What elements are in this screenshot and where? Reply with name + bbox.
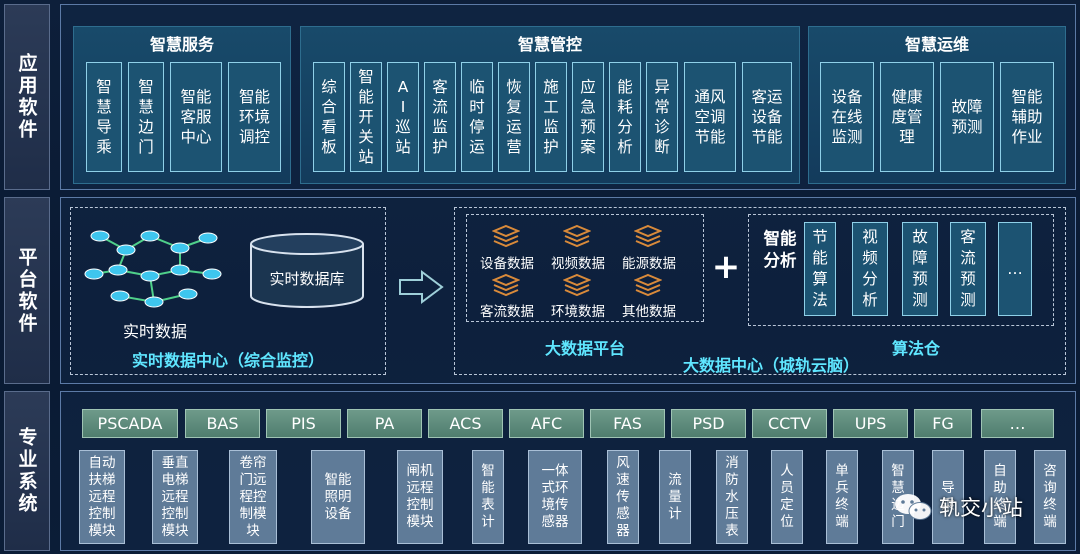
system-more[interactable]: … [981, 409, 1054, 438]
app-card-online-monitoring[interactable]: 设备 在线 监测 [820, 62, 874, 172]
app-card-anomaly-diagnosis[interactable]: 异 常 诊 断 [646, 62, 678, 172]
watermark-text: 轨交小站 [939, 496, 1023, 520]
device-inquiry-terminal[interactable]: 咨 询 终 端 [1034, 450, 1066, 544]
device-env-sensor[interactable]: 一体 式环 境传 感器 [528, 450, 582, 544]
environment-data-label: 环境数据 [551, 304, 605, 320]
app-card-smart-guidance[interactable]: 智 慧 导 乘 [86, 62, 122, 172]
bigdata-center-title: 大数据中心（城轨云脑） [682, 356, 859, 375]
video-data-label: 视频数据 [551, 256, 605, 272]
device-elevator-control[interactable]: 垂直 电梯 远程 控制 模块 [152, 450, 198, 544]
system-afc[interactable]: AFC [509, 409, 584, 438]
device-guidance[interactable]: 导 乘 [932, 450, 964, 544]
side-label-application: 应用软件 [4, 4, 50, 190]
app-card-temp-stop[interactable]: 临 时 停 运 [461, 62, 493, 172]
app-card-ai-patrol[interactable]: A I 巡 站 [387, 62, 419, 172]
database-icon [250, 233, 364, 308]
app-card-energy-analysis[interactable]: 能 耗 分 析 [609, 62, 641, 172]
app-card-construction-monitor[interactable]: 施 工 监 护 [535, 62, 567, 172]
arrow-right-icon [399, 270, 444, 304]
device-escalator-control[interactable]: 自动 扶梯 远程 控制 模块 [79, 450, 125, 544]
group-title-smart-control: 智慧管控 [517, 35, 582, 54]
system-pscada[interactable]: PSCADA [82, 409, 178, 438]
passenger-data-icon [492, 273, 520, 297]
algo-card-video[interactable]: 视 频 分 析 [852, 222, 888, 316]
app-card-passenger-flow[interactable]: 客 流 监 护 [424, 62, 456, 172]
group-title-smart-maintenance: 智慧运维 [904, 35, 969, 54]
device-self-service-terminal[interactable]: 自 助 终 端 [984, 450, 1016, 544]
device-fire-pressure[interactable]: 消 防 水 压 表 [716, 450, 748, 544]
bigdata-center-box [454, 207, 1066, 375]
device-smart-side-gate[interactable]: 智 慧 边 门 [882, 450, 914, 544]
passenger-data-label: 客流数据 [480, 304, 534, 320]
device-smart-meter[interactable]: 智 能 表 计 [472, 450, 504, 544]
realtime-data-label: 实时数据 [122, 322, 187, 341]
realtime-network-icon [84, 230, 222, 308]
group-title-smart-service: 智慧服务 [149, 35, 214, 54]
device-wind-sensor[interactable]: 风 速 传 感 器 [607, 450, 639, 544]
device-smart-lighting[interactable]: 智能 照明 设备 [311, 450, 365, 544]
plus-sign: + [711, 247, 741, 287]
algo-card-energy[interactable]: 节 能 算 法 [804, 222, 836, 316]
system-fg[interactable]: FG [914, 409, 972, 438]
app-card-station-open-close[interactable]: 智 能 开 关 站 [350, 62, 382, 172]
algorithm-box [748, 214, 1054, 326]
app-card-dashboard[interactable]: 综 合 看 板 [313, 62, 345, 172]
system-pa[interactable]: PA [347, 409, 422, 438]
device-data-label: 设备数据 [480, 256, 534, 272]
device-flow-meter[interactable]: 流 量 计 [659, 450, 691, 544]
app-card-smart-customer-service[interactable]: 智能 客服 中心 [170, 62, 222, 172]
app-card-health-management[interactable]: 健康 度管 理 [880, 62, 934, 172]
side-label-professional: 专业系统 [4, 391, 50, 551]
system-pis[interactable]: PIS [266, 409, 341, 438]
algo-card-fault[interactable]: 故 障 预 测 [902, 222, 938, 316]
energy-data-label: 能源数据 [622, 256, 676, 272]
device-personnel-location[interactable]: 人 员 定 位 [771, 450, 803, 544]
app-card-hvac-saving[interactable]: 通风 空调 节能 [684, 62, 736, 172]
other-data-icon [634, 273, 662, 297]
algorithm-title: 算法仓 [891, 339, 940, 358]
side-label-platform: 平台软件 [4, 197, 50, 384]
video-data-icon [563, 224, 591, 248]
app-card-emergency-plan[interactable]: 应 急 预 案 [572, 62, 604, 172]
device-individual-terminal[interactable]: 单 兵 终 端 [826, 450, 858, 544]
system-ups[interactable]: UPS [833, 409, 908, 438]
realtime-center-box [70, 207, 386, 375]
watermark: 轨交小站 [893, 486, 1053, 528]
system-fas[interactable]: FAS [590, 409, 665, 438]
app-card-resume-operation[interactable]: 恢 复 运 营 [498, 62, 530, 172]
bigdata-platform-box [466, 214, 704, 322]
system-bas[interactable]: BAS [185, 409, 260, 438]
smart-analysis-label: 智能 分析 [763, 229, 797, 270]
algo-card-more[interactable]: … [998, 222, 1032, 316]
system-acs[interactable]: ACS [428, 409, 503, 438]
device-gate-control[interactable]: 闸机 远程 控制 模块 [397, 450, 443, 544]
wechat-icon [895, 494, 932, 520]
device-shutter-control[interactable]: 卷帘 门远 程控 制模 块 [229, 450, 277, 544]
device-data-icon [492, 224, 520, 248]
system-psd[interactable]: PSD [671, 409, 746, 438]
app-card-assist-operation[interactable]: 智能 辅助 作业 [1000, 62, 1054, 172]
database-label: 实时数据库 [269, 270, 345, 288]
bigdata-platform-title: 大数据平台 [544, 339, 625, 358]
system-cctv[interactable]: CCTV [752, 409, 827, 438]
app-card-smart-environment[interactable]: 智能 环境 调控 [228, 62, 281, 172]
realtime-center-title: 实时数据中心（综合监控） [131, 351, 324, 370]
app-card-fault-prediction[interactable]: 故障 预测 [940, 62, 994, 172]
environment-data-icon [563, 273, 591, 297]
other-data-label: 其他数据 [622, 304, 676, 320]
energy-data-icon [634, 224, 662, 248]
app-card-equipment-saving[interactable]: 客运 设备 节能 [742, 62, 792, 172]
algo-card-passenger[interactable]: 客 流 预 测 [950, 222, 986, 316]
app-card-smart-side-gate[interactable]: 智 慧 边 门 [128, 62, 164, 172]
